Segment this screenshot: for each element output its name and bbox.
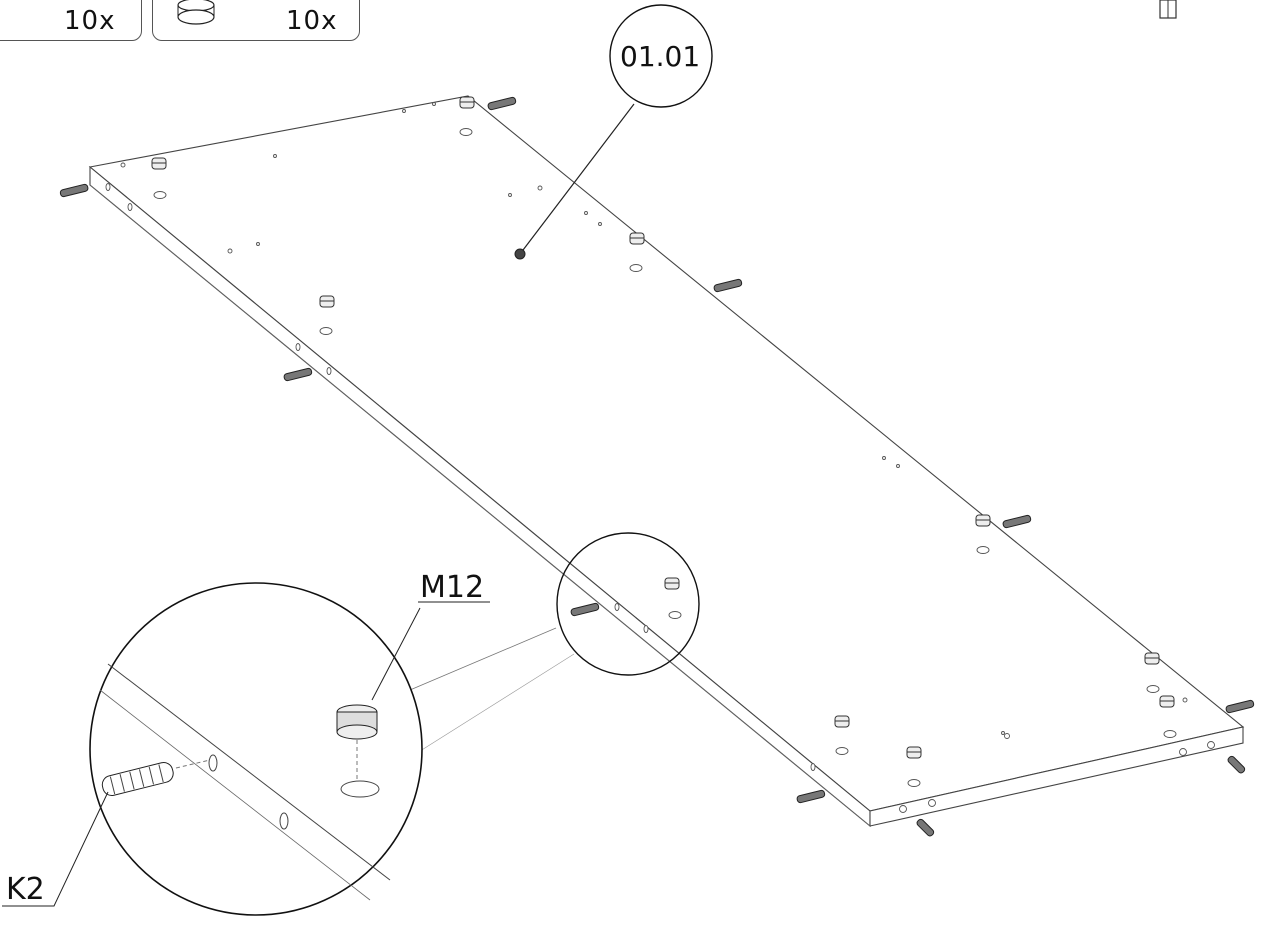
cam-lock-icon (1159, 695, 1175, 708)
dowel-pin-icon (1002, 514, 1032, 529)
dowel-pin-icon (0, 0, 51, 39)
parts-qty-dowel: 10x (64, 6, 116, 36)
dowel-pin-icon (796, 789, 826, 804)
panel-holes (120, 102, 1188, 787)
parts-qty-cam-lock: 10x (286, 6, 338, 36)
dowel-pin-icon (570, 602, 600, 617)
cam-lock-icon (177, 0, 215, 25)
hinge-part-icon (1159, 0, 1177, 19)
dowel-pin-icon (1225, 699, 1255, 714)
dowel-pin-icon (713, 278, 743, 293)
dowel-pin-icon (283, 367, 313, 382)
cam-lock-icon (336, 704, 378, 740)
cam-lock-icon (906, 746, 922, 759)
dowel-pin-icon (487, 96, 517, 111)
step-number-label: 01.01 (620, 40, 701, 73)
dowel-pin-icon (59, 183, 89, 198)
cam-lock-icon (319, 295, 335, 308)
cam-lock-icon (834, 715, 850, 728)
parts-box-cam-lock (152, 0, 360, 41)
dowel-pin-icon (101, 762, 174, 797)
parts-box-dowel (0, 0, 142, 41)
dowel-pin-icon (1227, 755, 1246, 774)
cam-lock-icon (459, 96, 475, 109)
cam-lock-icon (151, 157, 167, 170)
panel-board (88, 95, 1245, 828)
edge-holes (105, 183, 1215, 813)
detail-magnifier (2, 532, 700, 916)
cam-lock-icon (1144, 652, 1160, 665)
cam-lock-icon (629, 232, 645, 245)
step-callout (514, 4, 713, 260)
dowel-pins (59, 96, 1255, 837)
cam-locks (151, 96, 1175, 759)
cam-lock-icon (664, 577, 680, 590)
dowel-callout-label: K2 (6, 872, 45, 907)
dowel-pin-icon (916, 818, 935, 837)
cam-lock-icon (975, 514, 991, 527)
cam-lock-callout-label: M12 (420, 570, 485, 605)
